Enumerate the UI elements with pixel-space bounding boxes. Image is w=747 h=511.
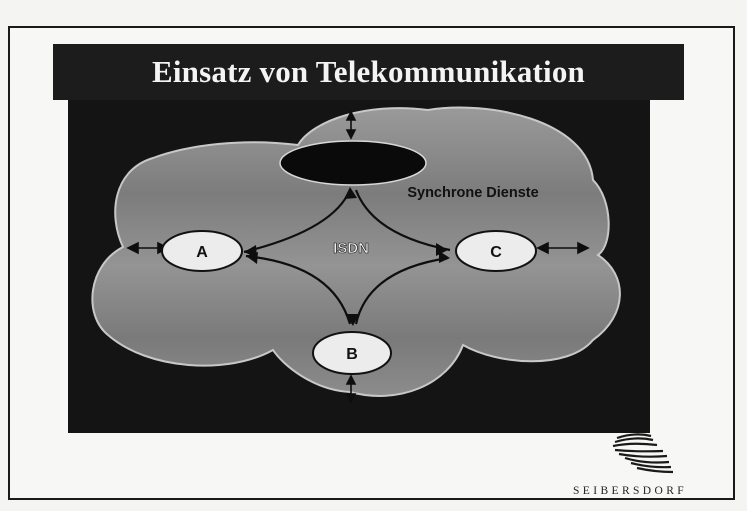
link-top-c [354,189,451,252]
cloud-label: Synchrone Dienste [407,185,538,201]
diagram-panel: A C B ISDN Synchrone Dienste [68,100,650,433]
node-c-label: C [490,244,502,261]
link-a-b [245,254,352,325]
top-node-ellipse [279,140,427,186]
title-bar: Einsatz von Telekommunikation [53,44,684,100]
logo-text: SEIBERSDORF [573,485,688,497]
node-b-ellipse [312,331,392,375]
cloud-shape [91,106,621,397]
network-diagram: A C B ISDN Synchrone Dienste [91,106,621,404]
link-c-b [354,256,449,325]
node-b-label: B [346,346,358,363]
isdn-label: ISDN [333,240,369,257]
node-a-label: A [196,244,208,261]
node-c-ellipse [455,230,537,272]
slide-title: Einsatz von Telekommunikation [151,54,586,89]
seibersdorf-logo-icon [612,433,674,474]
arrowheads [244,187,450,326]
node-a-ellipse [161,230,243,272]
